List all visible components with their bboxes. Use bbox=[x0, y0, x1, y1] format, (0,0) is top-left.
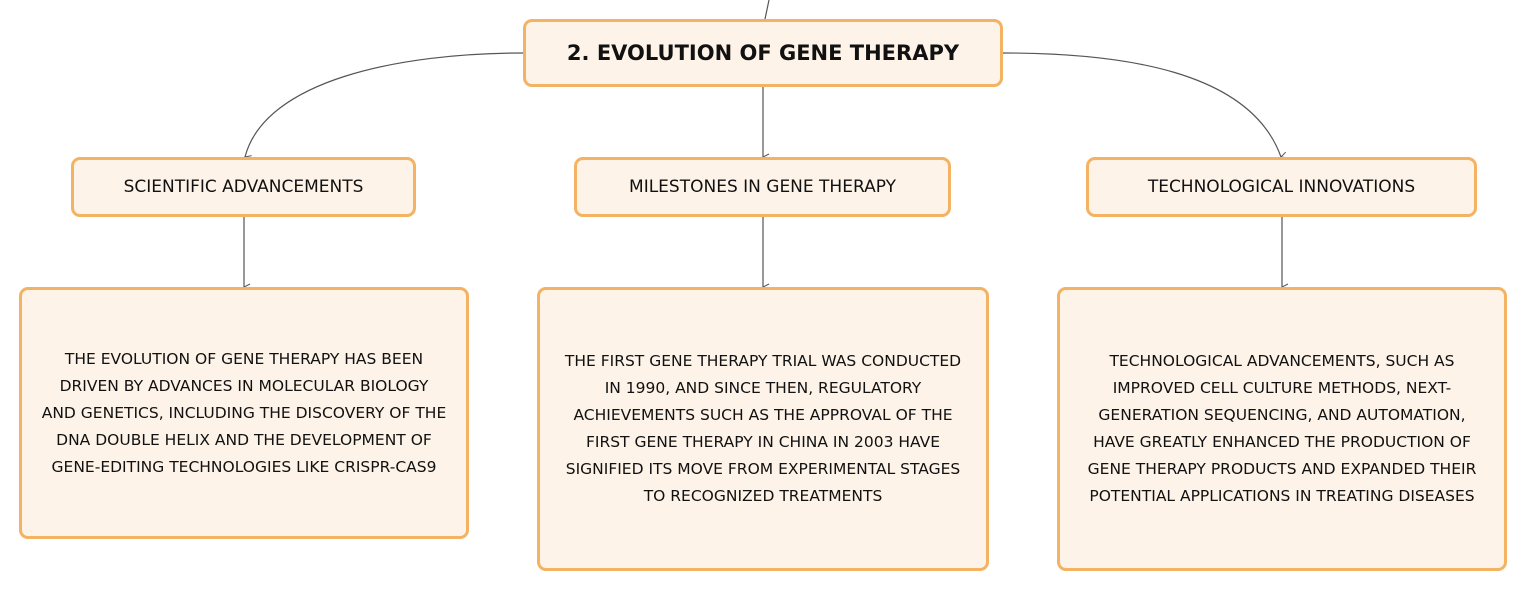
scientific-advancements-heading: SCIENTIFIC ADVANCEMENTS bbox=[123, 177, 364, 197]
diagram-title-node: 2. EVOLUTION OF GENE THERAPY bbox=[523, 19, 1003, 87]
milestones-heading: MILESTONES IN GENE THERAPY bbox=[629, 177, 896, 197]
detail-line: TO RECOGNIZED TREATMENTS bbox=[643, 487, 883, 505]
technological-innovations-node: TECHNOLOGICAL INNOVATIONS bbox=[1086, 157, 1477, 217]
detail-line: SIGNIFIED ITS MOVE FROM EXPERIMENTAL STA… bbox=[565, 460, 961, 478]
detail-line: IN 1990, AND SINCE THEN, REGULATORY bbox=[604, 379, 922, 397]
detail-line: AND GENETICS, INCLUDING THE DISCOVERY OF… bbox=[41, 403, 447, 422]
incoming-connector bbox=[764, 0, 770, 20]
detail-line: GENE THERAPY PRODUCTS AND EXPANDED THEIR bbox=[1087, 460, 1477, 478]
milestones-node: MILESTONES IN GENE THERAPY bbox=[574, 157, 951, 217]
scientific-advancements-node: SCIENTIFIC ADVANCEMENTS bbox=[71, 157, 416, 217]
detail-line: IMPROVED CELL CULTURE METHODS, NEXT- bbox=[1112, 379, 1452, 397]
detail-line: FIRST GENE THERAPY IN CHINA IN 2003 HAVE bbox=[585, 433, 941, 451]
detail-line: GENE-EDITING TECHNOLOGIES LIKE CRISPR-CA… bbox=[51, 457, 437, 476]
detail-line: POTENTIAL APPLICATIONS IN TREATING DISEA… bbox=[1089, 487, 1475, 505]
detail-line: THE EVOLUTION OF GENE THERAPY HAS BEEN bbox=[64, 349, 424, 368]
connector-title-to-technological bbox=[1002, 52, 1281, 157]
connector-title-to-scientific bbox=[245, 52, 524, 157]
detail-line: ACHIEVEMENTS SUCH AS THE APPROVAL OF THE bbox=[573, 406, 953, 424]
detail-line: GENERATION SEQUENCING, AND AUTOMATION, bbox=[1098, 406, 1466, 424]
detail-line: HAVE GREATLY ENHANCED THE PRODUCTION OF bbox=[1093, 433, 1471, 451]
detail-line: TECHNOLOGICAL ADVANCEMENTS, SUCH AS bbox=[1109, 352, 1455, 370]
detail-line: DNA DOUBLE HELIX AND THE DEVELOPMENT OF bbox=[56, 430, 432, 449]
milestones-detail: THE FIRST GENE THERAPY TRIAL WAS CONDUCT… bbox=[537, 287, 989, 571]
diagram-title: 2. EVOLUTION OF GENE THERAPY bbox=[566, 41, 960, 65]
technological-innovations-heading: TECHNOLOGICAL INNOVATIONS bbox=[1147, 177, 1416, 197]
technological-innovations-detail: TECHNOLOGICAL ADVANCEMENTS, SUCH AS IMPR… bbox=[1057, 287, 1507, 571]
scientific-advancements-detail: THE EVOLUTION OF GENE THERAPY HAS BEEN D… bbox=[19, 287, 469, 539]
detail-line: THE FIRST GENE THERAPY TRIAL WAS CONDUCT… bbox=[564, 352, 962, 370]
detail-line: DRIVEN BY ADVANCES IN MOLECULAR BIOLOGY bbox=[59, 376, 429, 395]
